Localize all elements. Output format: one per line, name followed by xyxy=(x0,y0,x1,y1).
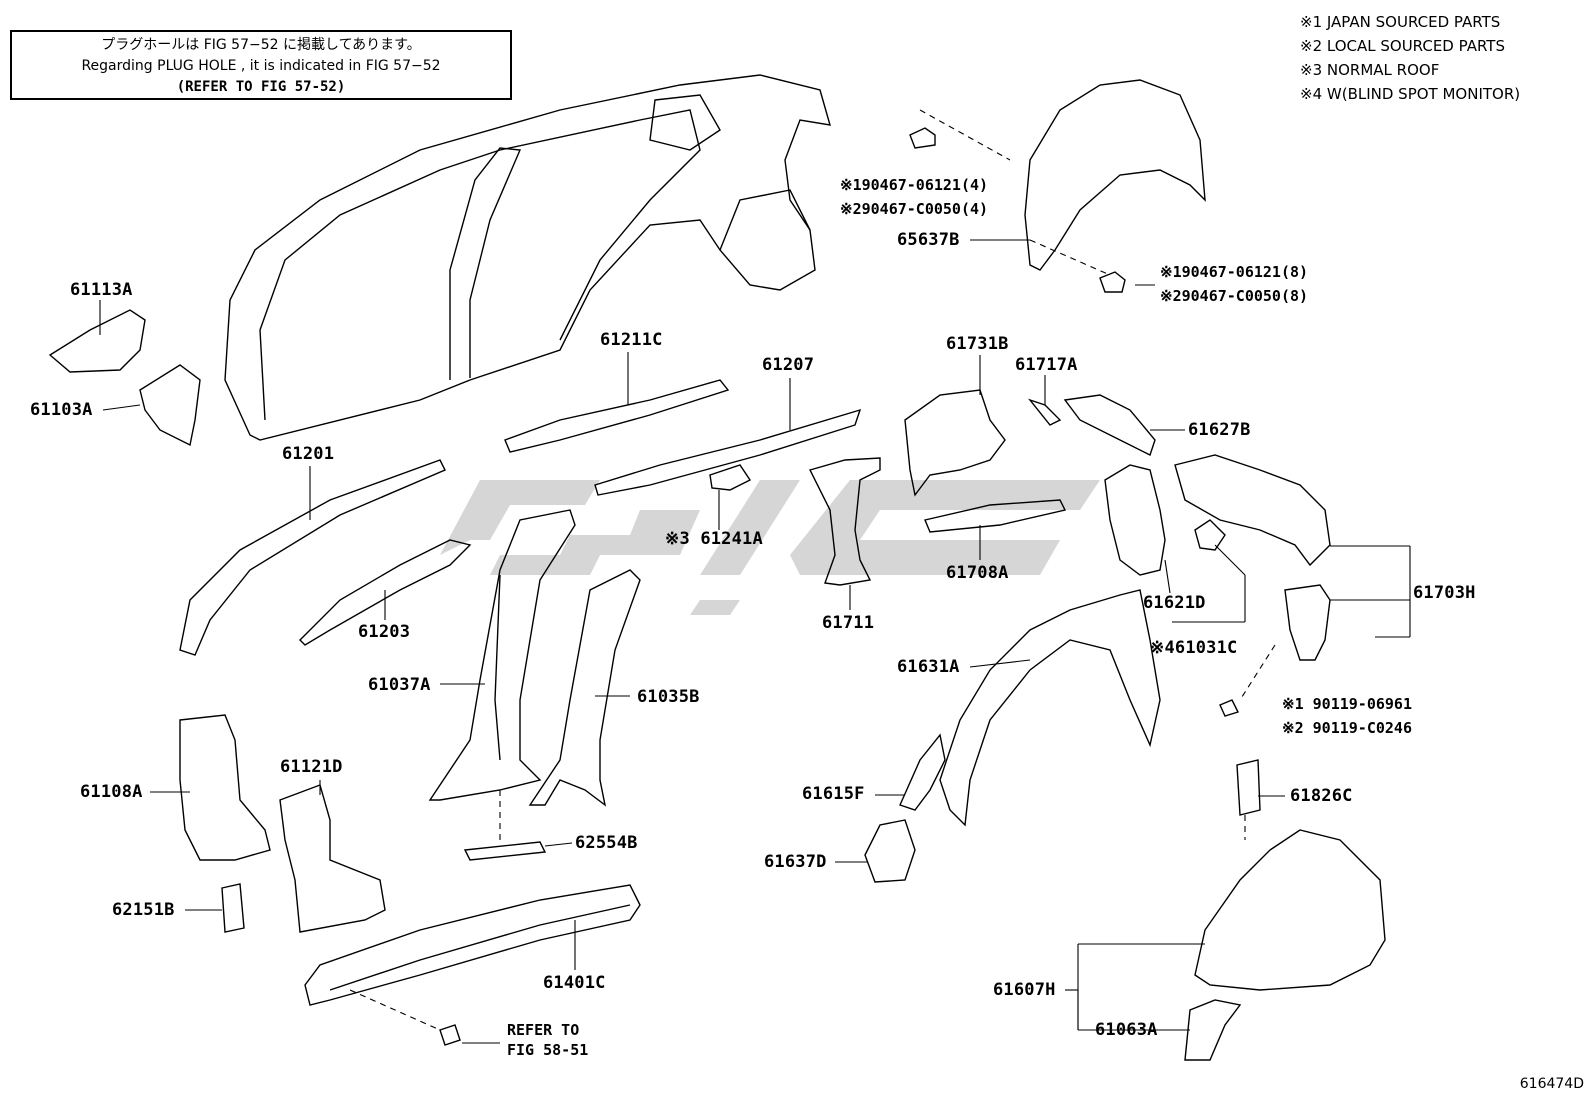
label-62151B[interactable]: 62151B xyxy=(112,900,175,920)
part-61607H xyxy=(1194,829,1386,991)
label-61201[interactable]: 61201 xyxy=(282,444,335,464)
part-62554B xyxy=(463,841,547,861)
part-61731B xyxy=(904,389,1006,497)
label-61607H[interactable]: 61607H xyxy=(993,980,1056,1000)
part-61717A xyxy=(1027,398,1062,426)
part-61615F xyxy=(899,733,946,811)
part-61703H xyxy=(1174,454,1331,567)
part-61113A xyxy=(48,309,146,373)
part-61241A xyxy=(709,464,752,491)
label-62554B[interactable]: 62554B xyxy=(575,833,638,853)
label-61063A[interactable]: 61063A xyxy=(1095,1020,1158,1040)
part-61637D xyxy=(864,819,916,883)
label-61703H[interactable]: 61703H xyxy=(1413,583,1476,603)
part-65637B xyxy=(1024,79,1206,271)
clip-label-top-2[interactable]: ※290467-C0050(4) xyxy=(840,200,989,218)
label-61203[interactable]: 61203 xyxy=(358,622,411,642)
legend-item-4: ※4 W(BLIND SPOT MONITOR) xyxy=(1300,85,1521,103)
bolt-label-1[interactable]: ※1 90119-06961 xyxy=(1282,695,1412,713)
label-61241A[interactable]: ※3 61241A xyxy=(665,529,763,549)
clip-label-top-1[interactable]: ※190467-06121(4) xyxy=(840,176,989,194)
part-61621D xyxy=(1104,464,1166,576)
label-61207[interactable]: 61207 xyxy=(762,355,815,375)
label-61615F[interactable]: 61615F xyxy=(802,784,865,804)
label-61035B[interactable]: 61035B xyxy=(637,687,700,707)
part-61401C xyxy=(304,884,641,1006)
bolt-refer-fig xyxy=(439,1024,461,1046)
label-61031C[interactable]: ※461031C xyxy=(1150,638,1238,658)
label-61211C[interactable]: 61211C xyxy=(600,330,663,350)
label-61113A[interactable]: 61113A xyxy=(70,280,133,300)
label-61826C[interactable]: 61826C xyxy=(1290,786,1353,806)
label-61708A[interactable]: 61708A xyxy=(946,563,1009,583)
note-line-english: Regarding PLUG HOLE , it is indicated in… xyxy=(81,58,441,74)
label-61108A[interactable]: 61108A xyxy=(80,782,143,802)
label-61717A[interactable]: 61717A xyxy=(1015,355,1078,375)
clip-top xyxy=(909,127,936,149)
part-61703H-lower xyxy=(1284,584,1331,661)
part-61711 xyxy=(808,457,881,586)
leader-lines xyxy=(99,239,1411,1044)
clip-label-bottom-1[interactable]: ※190467-06121(8) xyxy=(1160,263,1309,281)
legend-item-1: ※1 JAPAN SOURCED PARTS xyxy=(1300,13,1501,31)
part-61708A xyxy=(924,499,1067,533)
watermark-logo xyxy=(440,480,1100,615)
part-62151B xyxy=(221,883,245,933)
label-61121D[interactable]: 61121D xyxy=(280,757,343,777)
figure-number: 616474D xyxy=(1519,1076,1584,1092)
part-61203 xyxy=(299,539,472,646)
part-61037A xyxy=(428,509,576,801)
clip-label-bottom-2[interactable]: ※290467-C0050(8) xyxy=(1160,287,1309,305)
part-61108A xyxy=(179,714,271,861)
part-61631A xyxy=(939,589,1161,827)
legend-item-3: ※3 NORMAL ROOF xyxy=(1300,61,1440,79)
part-61031C xyxy=(1194,519,1226,551)
part-61211C xyxy=(504,379,730,453)
label-61631A[interactable]: 61631A xyxy=(897,657,960,677)
note-line-japanese: プラグホールは FIG 57−52 に掲載してあります。 xyxy=(101,37,421,53)
label-61731B[interactable]: 61731B xyxy=(946,334,1009,354)
note-line-refer: (REFER TO FIG 57-52) xyxy=(176,79,346,95)
part-61103A xyxy=(139,364,201,447)
label-61621D[interactable]: 61621D xyxy=(1143,593,1206,613)
legend-item-2: ※2 LOCAL SOURCED PARTS xyxy=(1300,37,1505,55)
sourcing-legend: ※1 JAPAN SOURCED PARTS ※2 LOCAL SOURCED … xyxy=(1300,10,1520,106)
part-61063A xyxy=(1184,999,1242,1061)
body-side-outer-panel xyxy=(224,74,831,441)
label-61627B[interactable]: 61627B xyxy=(1188,420,1251,440)
label-61037A[interactable]: 61037A xyxy=(368,675,431,695)
clip-bottom xyxy=(1099,271,1126,293)
label-65637B[interactable]: 65637B xyxy=(897,230,960,250)
bolt-90119 xyxy=(1219,699,1239,717)
part-61826C xyxy=(1236,759,1261,816)
plug-hole-note: プラグホールは FIG 57−52 に掲載してあります。 Regarding P… xyxy=(10,30,512,100)
part-61035B xyxy=(528,569,641,807)
part-61627B xyxy=(1063,394,1156,456)
part-61121D xyxy=(279,784,386,933)
part-61201 xyxy=(179,459,446,656)
bolt-label-2[interactable]: ※2 90119-C0246 xyxy=(1282,719,1412,737)
label-61103A[interactable]: 61103A xyxy=(30,400,93,420)
refer-fig-line1[interactable]: REFER TO xyxy=(507,1021,580,1039)
label-61637D[interactable]: 61637D xyxy=(764,852,827,872)
label-61401C[interactable]: 61401C xyxy=(543,973,606,993)
dashed-leaders xyxy=(349,109,1276,1031)
parts-linework xyxy=(48,74,1386,1061)
label-61711[interactable]: 61711 xyxy=(822,613,875,633)
refer-fig-line2[interactable]: FIG 58-51 xyxy=(507,1041,589,1059)
part-61207 xyxy=(594,408,862,496)
